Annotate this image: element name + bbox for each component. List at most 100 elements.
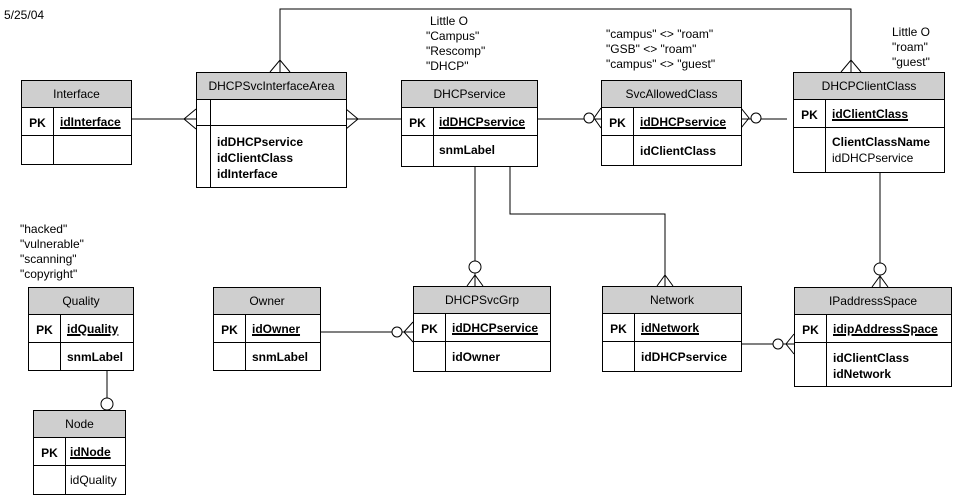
crowfoot-allowed-right — [740, 107, 750, 129]
pk-attribute: idInterface — [60, 115, 121, 129]
entity-quality: Quality PK idQuality snmLabel — [28, 287, 134, 371]
pk-column-empty — [402, 136, 434, 167]
pk-label: PK — [214, 315, 246, 342]
attribute: idDHCPservice — [832, 151, 914, 165]
optional-circle-ip — [772, 338, 784, 350]
crowfoot-svcgrp — [466, 274, 484, 287]
attribute: idQuality — [70, 473, 117, 487]
attr-row: idQuality — [34, 466, 125, 495]
attribute: ClientClassName — [832, 135, 931, 149]
attribute: idDHCPservice — [217, 135, 304, 149]
entity-title: Interface — [22, 81, 131, 108]
entity-title: Network — [603, 287, 741, 314]
pk-row: PK idNetwork — [603, 314, 741, 342]
entity-owner: Owner PK idOwner snmLabel — [213, 287, 321, 371]
quality-note: "hacked" "vulnerable" "scanning" "copyri… — [20, 222, 84, 282]
attribute: snmLabel — [67, 350, 124, 364]
crowfoot-ip-top — [871, 275, 889, 288]
note-line: "GSB" <> "roam" — [606, 42, 697, 56]
entity-dhcpsvcinterfacearea: DHCPSvcInterfaceArea idDHCPservice idCli… — [196, 72, 347, 188]
pk-column-empty — [197, 126, 211, 188]
optional-circle-allowed-right — [750, 112, 762, 124]
note-line: "campus" <> "guest" — [606, 57, 716, 71]
pk-attribute: idipAddressSpace — [833, 322, 938, 336]
attribute: snmLabel — [439, 143, 496, 157]
pk-column-empty — [794, 128, 826, 173]
attr-row: snmLabel — [29, 343, 133, 371]
pk-row: PK idInterface — [22, 108, 131, 136]
crowfoot-network — [656, 274, 674, 287]
pk-column-empty — [602, 136, 634, 166]
attribute: idDHCPservice — [641, 350, 728, 364]
pk-attribute: idDHCPservice — [640, 115, 727, 129]
entity-dhcpsvcgrp: DHCPSvcGrp PK idDHCPservice idOwner — [413, 286, 551, 372]
attr-row: snmLabel — [402, 136, 537, 167]
note-line: "Campus" — [426, 29, 480, 43]
note-line: Little O — [430, 14, 469, 28]
note-line: "hacked" — [20, 222, 68, 236]
optional-circle-svcgrp — [468, 260, 482, 274]
pk-row: PK idNode — [34, 438, 125, 466]
attribute: snmLabel — [252, 350, 309, 364]
pk-label: PK — [29, 315, 61, 342]
clientclass-note: Little O "roam" "guest" — [892, 25, 930, 70]
pk-attribute: idClientClass — [832, 107, 909, 121]
entity-svcallowedclass: SvcAllowedClass PK idDHCPservice idClien… — [601, 80, 742, 166]
entity-interface: Interface PK idInterface — [21, 80, 132, 165]
pk-column-empty — [795, 343, 827, 387]
pk-row — [197, 100, 346, 126]
attr-row: snmLabel — [214, 343, 320, 371]
crowfoot-ip — [785, 333, 795, 355]
date-label: 5/25/04 — [4, 8, 45, 22]
pk-column-empty — [29, 343, 61, 371]
entity-title: IPaddressSpace — [795, 288, 951, 315]
pk-attribute: idDHCPservice — [452, 321, 539, 335]
pk-row: PK idDHCPservice — [414, 314, 550, 342]
entity-title: SvcAllowedClass — [602, 81, 741, 108]
rel-area-clientclass — [279, 8, 852, 72]
pk-column-empty — [34, 466, 66, 495]
pk-row: PK idDHCPservice — [602, 108, 741, 136]
pk-label: PK — [603, 314, 635, 341]
entity-node: Node PK idNode idQuality — [33, 410, 126, 495]
pk-attribute: idNode — [70, 445, 111, 459]
crowfoot-area-right — [345, 108, 359, 130]
entity-dhcpclientclass: DHCPClientClass PK idClientClass ClientC… — [793, 72, 945, 173]
entity-title: Node — [34, 411, 125, 438]
note-line: Little O — [892, 25, 931, 39]
entity-title: DHCPClientClass — [794, 73, 944, 100]
entity-ipaddressspace: IPaddressSpace PK idipAddressSpace idCli… — [794, 287, 952, 387]
optional-circle-node — [100, 397, 114, 411]
pk-row: PK idipAddressSpace — [795, 315, 951, 343]
entity-network: Network PK idNetwork idDHCPservice — [602, 286, 742, 372]
note-line: "campus" <> "roam" — [606, 27, 714, 41]
pk-row: PK idQuality — [29, 315, 133, 343]
note-line: "Rescomp" — [426, 44, 486, 58]
pk-label: PK — [22, 108, 54, 135]
attr-row — [22, 136, 131, 165]
dhcpservice-note: Little O "Campus" "Rescomp" "DHCP" — [426, 14, 485, 74]
pk-column-empty — [414, 342, 446, 372]
pk-label: PK — [795, 315, 827, 342]
pk-attribute: idQuality — [67, 322, 119, 336]
note-line: "DHCP" — [426, 59, 469, 73]
pk-column-empty — [214, 343, 246, 371]
attr-row: idClientClass — [602, 136, 741, 166]
entity-title: DHCPservice — [402, 81, 537, 108]
rel-service-network — [509, 167, 666, 286]
pk-row: PK idClientClass — [794, 100, 944, 128]
entity-dhcpservice: DHCPservice PK idDHCPservice snmLabel — [401, 80, 538, 167]
pk-row: PK idOwner — [214, 315, 320, 343]
entity-title: Quality — [29, 288, 133, 315]
note-line: "guest" — [892, 55, 930, 69]
pk-label: PK — [34, 438, 66, 465]
attribute: idOwner — [452, 350, 501, 364]
attr-row: idDHCPservice idClientClass idInterface — [197, 126, 346, 188]
entity-title: DHCPSvcInterfaceArea — [197, 73, 346, 100]
pk-column-empty — [22, 136, 54, 165]
attribute: idInterface — [217, 167, 278, 181]
entity-title: Owner — [214, 288, 320, 315]
pk-attribute: idNetwork — [641, 321, 700, 335]
optional-circle-allowed-left — [583, 112, 595, 124]
